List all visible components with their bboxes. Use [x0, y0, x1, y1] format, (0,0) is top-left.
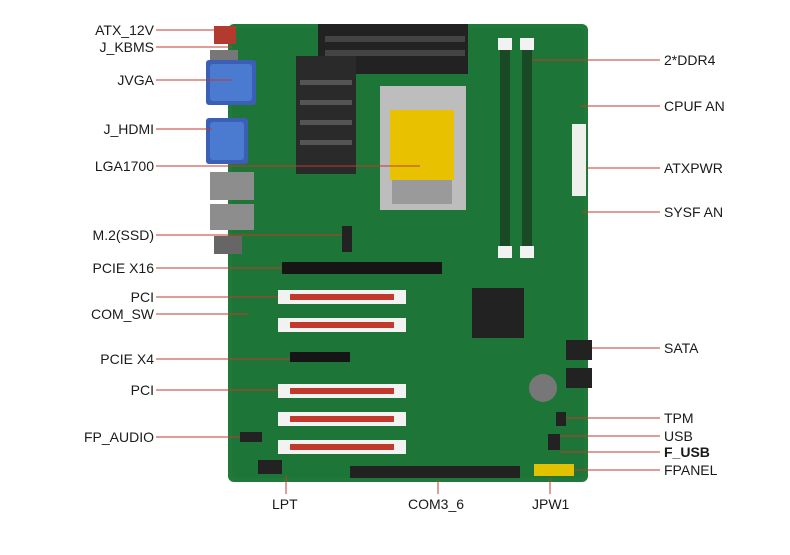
- atxpwr-connector: [572, 124, 586, 196]
- pci-slots-top: [278, 290, 406, 332]
- label-cpufan: CPUF AN: [664, 98, 725, 114]
- label-jkbms: J_KBMS: [99, 39, 154, 55]
- cmos-battery: [529, 374, 557, 402]
- label-lga1700: LGA1700: [94, 158, 154, 174]
- ddr4-slots: [498, 38, 534, 258]
- tpm-header: [556, 412, 566, 426]
- label-jvga: JVGA: [117, 72, 154, 88]
- chipset: [472, 288, 524, 338]
- m2-slot: [342, 226, 352, 252]
- label-comsw: COM_SW: [91, 306, 154, 322]
- fpanel-header: [534, 464, 574, 476]
- pci-slots-bottom: [278, 384, 406, 454]
- label-pci-bottom: PCI: [130, 382, 154, 398]
- com-headers: [350, 466, 520, 478]
- sata-port-2: [566, 368, 592, 388]
- label-jpw1: JPW1: [532, 496, 570, 512]
- label-fusb: F_USB: [664, 444, 710, 460]
- label-fpanel: FPANEL: [664, 462, 718, 478]
- label-sysfan: SYSF AN: [664, 204, 724, 220]
- label-jhdmi: J_HDMI: [103, 121, 154, 137]
- pcie-x16-slot: [282, 262, 442, 274]
- rear-io: [206, 26, 256, 254]
- label-tpm: TPM: [664, 410, 694, 426]
- sata-port-1: [566, 340, 592, 360]
- label-ddr4: 2*DDR4: [664, 52, 716, 68]
- fp-audio-header: [240, 432, 262, 442]
- label-atxpwr: ATXPWR: [664, 160, 723, 176]
- label-usb: USB: [664, 428, 693, 444]
- label-pci-top: PCI: [130, 289, 154, 305]
- label-pciex4: PCIE X4: [100, 351, 154, 367]
- cpu-socket: [380, 86, 466, 210]
- label-sata: SATA: [664, 340, 699, 356]
- lpt-header: [258, 460, 282, 474]
- label-atx12v: ATX_12V: [95, 22, 154, 38]
- usb-port: [548, 434, 560, 450]
- label-com36: COM3_6: [408, 496, 465, 512]
- pcie-x4-slot: [290, 352, 350, 362]
- label-pciex16: PCIE X16: [92, 260, 154, 276]
- label-lpt: LPT: [272, 496, 298, 512]
- heatsinks: [296, 24, 468, 174]
- label-fpaudio: FP_AUDIO: [83, 429, 154, 445]
- label-m2ssd: M.2(SSD): [92, 227, 154, 243]
